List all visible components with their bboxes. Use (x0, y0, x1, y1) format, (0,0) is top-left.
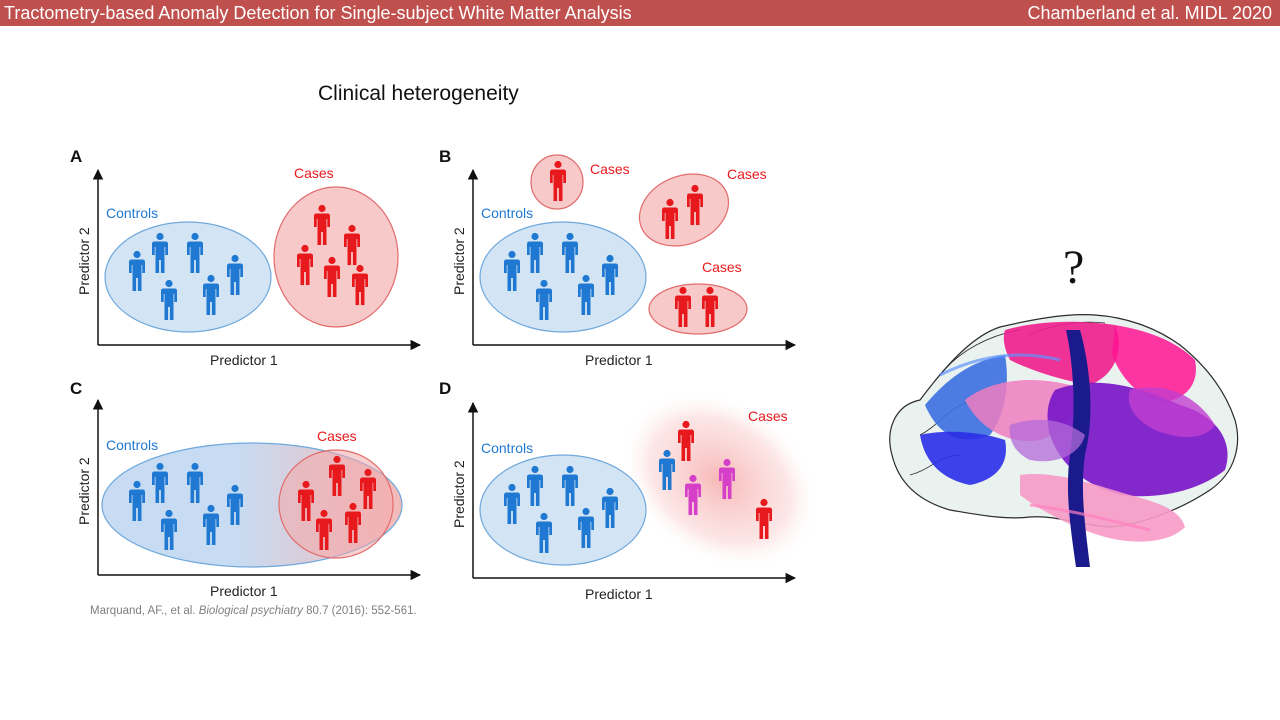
brain-tractography-image (889, 314, 1239, 567)
citation-details: 80.7 (2016): 552-561. (306, 605, 417, 617)
panel-a: A Predictor 1 Predictor 2 Controls Cases (70, 147, 422, 368)
x-axis-label: Predictor 1 (210, 583, 278, 599)
cases-label: Cases (727, 166, 767, 182)
y-axis-label: Predictor 2 (451, 460, 467, 528)
panel-c: C Predictor 1 Predictor 2 Controls Cases (70, 379, 422, 599)
heterogeneity-figure: A Predictor 1 Predictor 2 Controls Cases… (70, 147, 820, 600)
panel-letter: D (439, 379, 451, 398)
x-axis-label: Predictor 1 (585, 352, 653, 368)
panel-letter: A (70, 147, 82, 166)
y-axis-label: Predictor 2 (76, 227, 92, 295)
citation-authors: Marquand, AF., et al. (90, 605, 196, 617)
x-axis-label: Predictor 1 (585, 586, 653, 600)
presentation-credit: Chamberland et al. MIDL 2020 (1027, 3, 1272, 23)
cases-label: Cases (294, 165, 334, 181)
cases-label: Cases (590, 161, 630, 177)
x-axis-label: Predictor 1 (210, 352, 278, 368)
citation-journal: Biological psychiatry (198, 605, 303, 617)
controls-label: Controls (106, 205, 158, 221)
panel-letter: B (439, 147, 451, 166)
header-bar: Tractometry-based Anomaly Detection for … (0, 0, 1280, 26)
cases-label: Cases (317, 428, 357, 444)
controls-label: Controls (481, 440, 533, 456)
controls-label: Controls (106, 437, 158, 453)
y-axis-label: Predictor 2 (451, 227, 467, 295)
citation: Marquand, AF., et al. Biological psychia… (90, 605, 417, 617)
presentation-title: Tractometry-based Anomaly Detection for … (4, 3, 632, 23)
cases-label: Cases (702, 259, 742, 275)
panel-b: B Predictor 1 Predictor 2 Controls Cases… (439, 147, 797, 368)
slide-subtitle: Clinical heterogeneity (318, 82, 519, 105)
cases-label: Cases (748, 408, 788, 424)
panel-letter: C (70, 379, 82, 398)
question-mark: ? (1063, 241, 1085, 294)
panel-d: D Predictor 1 Predictor 2 Controls Cases (439, 379, 820, 600)
y-axis-label: Predictor 2 (76, 457, 92, 525)
controls-label: Controls (481, 205, 533, 221)
